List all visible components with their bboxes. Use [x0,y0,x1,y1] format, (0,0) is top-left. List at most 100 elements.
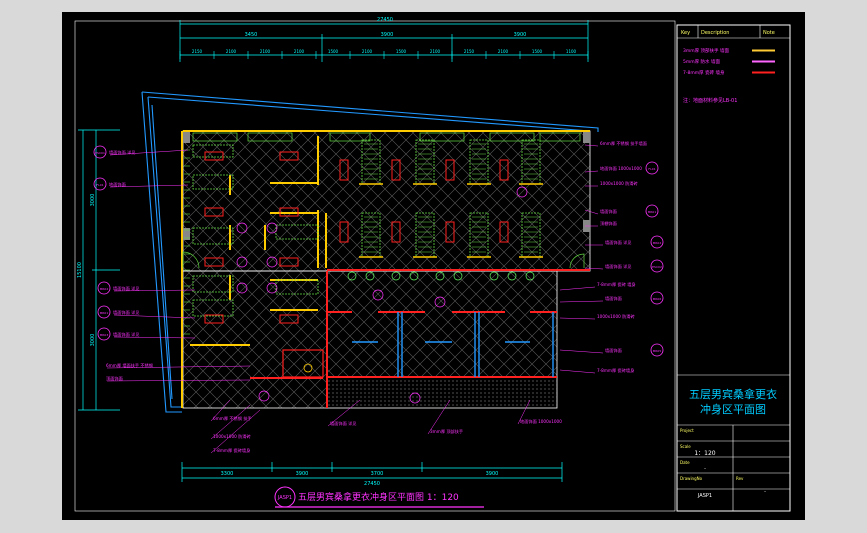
legend-header-key: Key [681,30,690,36]
bottom-dim-label: 3900 [296,471,309,477]
callout-tag-circle [650,291,664,305]
callout-text: 顶面饰面 [106,375,123,382]
left-dim-upper: 3000 [90,194,96,207]
callout-tag-circle [97,281,111,295]
callout-tag: MR05 [653,349,662,353]
bottom-dimensions [181,462,563,482]
wash-basins [347,271,535,281]
overall-dimension-label: 27450 [377,17,393,23]
column [583,131,590,143]
center-locker-columns [359,139,543,258]
scale-label: Scale [680,444,691,449]
wash-basin [435,271,445,281]
bench [204,207,224,217]
callout-text: 1000x1000 防滑砖 [597,313,635,320]
callout-tag: MR04 [653,241,662,245]
left-dim-lower: 3000 [90,334,96,347]
callout-text: 墙面饰面 [600,208,617,215]
bench [445,159,455,181]
callout-text: 顶棚饰面 [600,220,617,227]
wash-basin [365,271,375,281]
callout-tag-circle [645,204,659,218]
callout-tag: ESC01 [95,151,105,155]
plan-tag-circle [266,222,278,234]
callout-text: 墙面饰面 详见 [113,309,139,316]
caption-text: 五层男宾桑拿更衣冲身区平面图 1：120 [298,491,459,503]
top-sub-dim-label: 1500 [532,49,543,54]
plan-tag-circle [409,392,421,404]
top-sub-dim-label: 2100 [498,49,509,54]
caption-tag: JASP1 [277,495,292,501]
leader-line [106,365,251,369]
callout-tag: MR06 [653,297,662,301]
project-label: Project [680,428,694,433]
date-value: - [704,466,706,472]
callout-text: 地面饰面 1000x1000 [600,165,642,172]
bench [445,221,455,243]
plan-tag-circle [236,222,248,234]
leader-line [559,300,604,303]
legend-note: 注：地面材料参见LB-01 [683,97,737,104]
callout-tag: MR01 [648,210,657,214]
bottom-strip-floor [326,376,558,409]
leader-line [327,399,361,427]
leader-line [559,286,596,291]
top-locker-bank [192,132,581,142]
benches [204,151,509,324]
bench [279,314,299,324]
shower-area-floor [326,270,558,378]
leader-line [210,404,251,440]
locker-hall-floor [182,130,591,272]
bench [339,159,349,181]
legend-header-description: Description [701,30,729,36]
callout-text: 墙面饰面 详见 [113,331,139,338]
bench [391,221,401,243]
plan-tag-circle [258,390,270,402]
wash-basin [347,271,357,281]
leader-line [210,399,231,422]
bottom-dim-label: 3300 [221,471,234,477]
top-dim-label: 3450 [245,32,258,38]
date-label: Date [680,460,690,465]
left-dim-total: 15100 [77,262,83,278]
drawing-frame [74,20,676,512]
top-sub-dim-label: 1500 [396,49,407,54]
callout-text: 1000x1000 防滑砖 [213,433,251,440]
wash-basin [409,271,419,281]
scale-value: 1：120 [694,450,715,457]
left-dimensions [78,129,120,411]
leader-line [559,349,604,354]
drawing-caption: JASP1 五层男宾桑拿更衣冲身区平面图 1：120 [274,486,484,508]
bench [391,159,401,181]
left-locker-banks [184,144,319,335]
callout-text: 墙面饰面 详见 [330,420,356,427]
locker-bank [275,279,319,295]
callout-tag-circle [650,235,664,249]
callout-tag: MR03 [100,333,109,337]
plan-tag-circle [516,186,528,198]
title-block: 五层男宾桑拿更衣 冲身区平面图 Project Scale 1：120 Date… [677,374,790,511]
callout-text: 地面饰面 1000x1000 [520,418,562,425]
rev-value: - [764,489,766,495]
top-sub-dim-label: 2100 [260,49,271,54]
callout-tag: FL01 [648,167,655,171]
annotation-leaders [106,144,604,454]
callout-text: 墙面饰面 详见 [605,263,631,270]
drawing-no-value: JASP1 [697,493,712,499]
wash-basin [453,271,463,281]
top-sub-dim-label: 1500 [328,49,339,54]
top-sub-dim-label: 2150 [464,49,475,54]
plan-tag-circle [236,282,248,294]
callout-text: 墙面饰面 [605,347,622,354]
rev-label: Rev [736,476,744,481]
callout-tag-circle [650,259,664,273]
plan-tag-circle [266,282,278,294]
leader-line [559,369,596,374]
callout-text: 7-8mm厚 瓷砖墙身 [213,447,250,454]
callout-text: 6mm厚 墙面扶手 不锈钢 [106,362,153,369]
leader-line [584,144,599,147]
callout-text: 3mm厚 顶部扶手 [430,428,463,435]
